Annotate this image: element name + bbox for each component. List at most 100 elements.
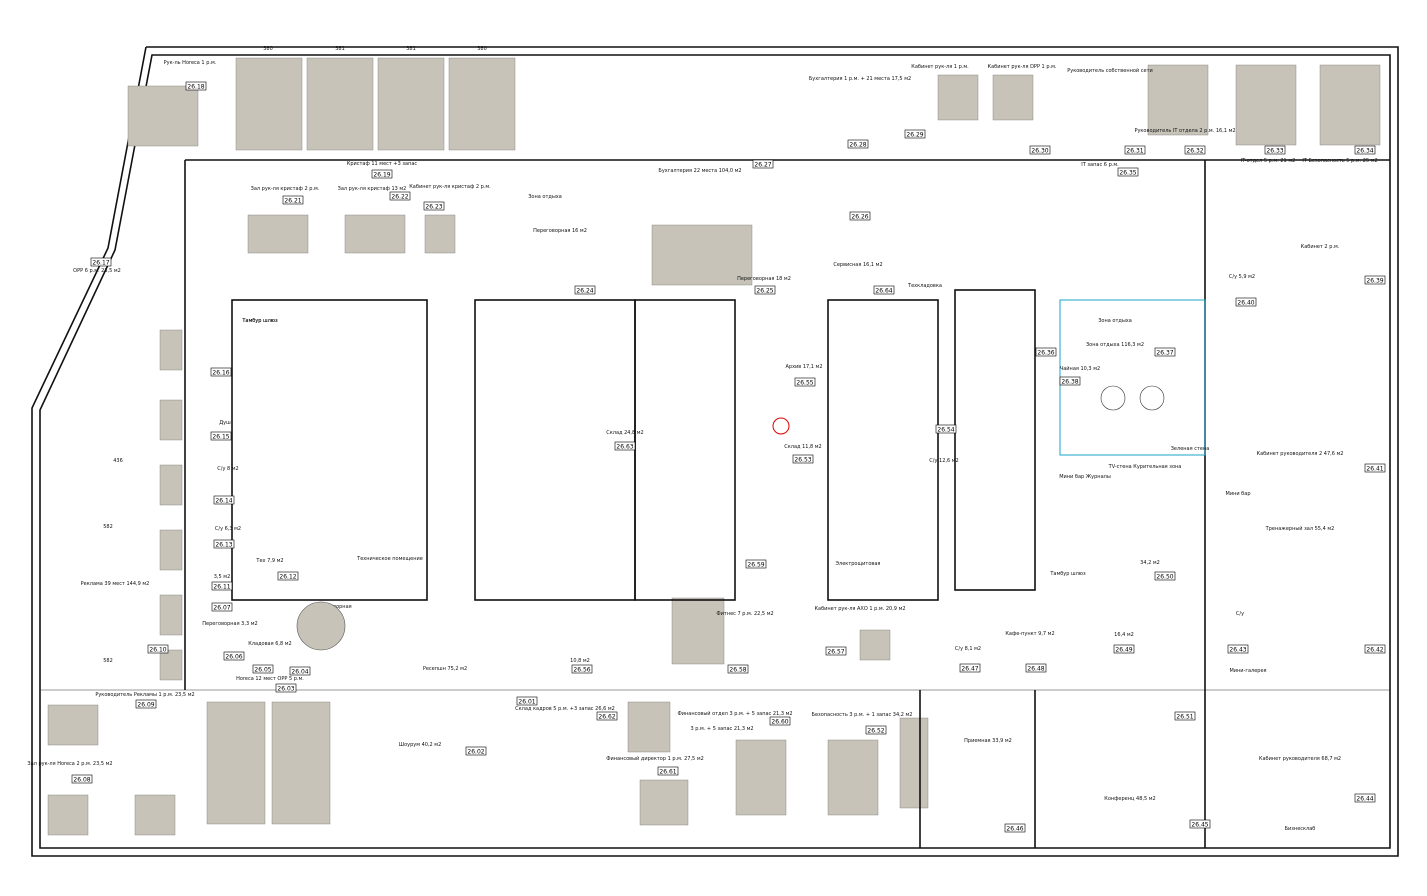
room-label: Кабинет руководителя 68,7 м2: [1259, 756, 1341, 762]
room-id: 26.43: [1229, 647, 1246, 654]
room-label: Чайная 10,3 м2: [1060, 365, 1100, 372]
room-label: Архив 17,1 м2: [785, 364, 822, 370]
room-id: 26.01: [518, 699, 535, 706]
room-id: 26.37: [1156, 350, 1173, 357]
room-id: 26.44: [1356, 796, 1373, 803]
room-id: 26.03: [277, 686, 294, 693]
room-label: 3,5 м2: [214, 574, 231, 580]
tech-left-label: Техническое помещение: [356, 556, 423, 562]
room-id: 26.46: [1006, 826, 1023, 833]
room-label: Рук-ль Horeca 1 р.м.: [164, 60, 217, 66]
room-label: Шоурум 40,2 м2: [399, 742, 442, 748]
room-id: 26.42: [1366, 647, 1383, 654]
room-id: 26.09: [137, 702, 154, 709]
room-label: Переговорная 16 м2: [533, 228, 587, 234]
room-label: Финансовый отдел 3 р.м. + 5 запас 21,3 м…: [677, 710, 792, 717]
room-id: 26.40: [1237, 300, 1254, 307]
room-id: 26.63: [616, 444, 633, 451]
room-id: 26.57: [827, 649, 844, 656]
room-label: Horeca 12 мест ОРР 5 р.м.: [236, 676, 304, 682]
room-id: 26.17: [92, 260, 109, 267]
room-id: 26.45: [1191, 822, 1208, 829]
room-id: 26.53: [794, 457, 811, 464]
room-ids: 26.18 26.17 26.21 26.19 26.22 26.23 26.2…: [71, 81, 1386, 833]
room-id: 26.55: [796, 380, 813, 387]
room-label: Кабинет рук-ля кристаф 2 р.м.: [409, 184, 491, 190]
room-id: 26.15: [212, 434, 229, 441]
room-id: 26.58: [729, 667, 746, 674]
room-id: 26.33: [1266, 148, 1283, 155]
room-id: 26.52: [867, 728, 884, 735]
room-id: 26.24: [576, 288, 593, 295]
montage-label: Мини-галерея: [1229, 668, 1266, 674]
room-id: 26.06: [225, 654, 242, 661]
room-id: 26.60: [771, 719, 788, 726]
room-label: Реклама 39 мест 144,9 м2: [81, 581, 150, 587]
left-desk-clusters: [47, 329, 183, 836]
room-label: Тех 7,9 м2: [255, 558, 283, 564]
room-label: Кристаф 11 мест +3 запас: [347, 161, 418, 167]
room-label: IT Безопасность 5 р.м. 25 м2: [1302, 158, 1377, 164]
dim-top: 380: [477, 46, 487, 52]
room-id: 26.61: [659, 769, 676, 776]
room-id: 26.32: [1186, 148, 1203, 155]
room-label: Бизнесклаб: [1285, 826, 1316, 832]
room-id: 26.27: [754, 162, 771, 169]
reception-label: Ресепшн 75,2 м2: [423, 666, 467, 672]
room-label: Конференц 48,5 м2: [1104, 796, 1155, 802]
room-label: С/у 8,1 м2: [955, 646, 981, 652]
room-id: 26.49: [1115, 647, 1132, 654]
room-id: 26.36: [1037, 350, 1054, 357]
room-id: 26.28: [849, 142, 866, 149]
room-label: Зона отдыха: [1098, 318, 1132, 324]
room-id: 26.08: [73, 777, 90, 784]
dimensions: 380 381 381 380 436 582 582: [103, 46, 487, 664]
room-id: 26.48: [1027, 666, 1044, 673]
room-id: 26.23: [425, 204, 442, 211]
room-label: 16,4 м2: [1114, 632, 1134, 638]
room-label: Безопасность 3 р.м. + 1 запас 34,2 м2: [812, 712, 913, 718]
room-id: 26.16: [212, 370, 229, 377]
electro-label: Электрощитовая: [836, 561, 881, 567]
room-label: Бухгалтерия 22 места 104,0 м2: [658, 168, 741, 174]
room-id: 26.34: [1356, 148, 1373, 155]
room-id: 26.31: [1126, 148, 1143, 155]
tambur-right-label: Тамбур шлюз: [1049, 571, 1086, 577]
room-id: 26.25: [756, 288, 773, 295]
room-id: 26.10: [149, 647, 166, 654]
room-id: 26.18: [187, 84, 204, 91]
bottom-desk-clusters: [206, 597, 929, 826]
room-id: 26.54: [937, 427, 954, 434]
round-tables: [296, 385, 1165, 651]
room-id: 26.26: [851, 214, 868, 221]
room-id: 26.35: [1119, 170, 1136, 177]
room-id: 26.05: [254, 667, 271, 674]
room-label: Тренажерный зал 55,4 м2: [1265, 525, 1335, 532]
dim-left: 582: [103, 658, 113, 664]
room-id: 26.59: [747, 562, 764, 569]
top-desk-clusters: [127, 57, 1381, 286]
room-label: Руководитель IT отдела 2 р.м. 16,1 м2: [1134, 128, 1235, 134]
room-id: 26.62: [598, 714, 615, 721]
room-label: С/у 5,9 м2: [1229, 274, 1255, 280]
room-id: 26.29: [906, 132, 923, 139]
room-label: С/у 12,6 м2: [929, 458, 958, 464]
room-label: Руководитель собственной сети: [1067, 67, 1153, 74]
room-label: Кафе-пункт 9,7 м2: [1005, 631, 1054, 637]
room-id: 26.41: [1366, 466, 1383, 473]
room-label: С/у 8 м2: [217, 466, 238, 472]
room-label: Кладовая 6,8 м2: [248, 641, 291, 647]
room-label: Руководитель Рекламы 1 р.м. 23,5 м2: [95, 692, 194, 698]
room-label: Кабинет руководителя 2 47,6 м2: [1257, 451, 1344, 457]
outer-walls: [31, 46, 1399, 857]
room-label: 10,8 м2: [570, 658, 590, 664]
dim-left: 436: [113, 458, 123, 464]
room-id: 26.51: [1176, 714, 1193, 721]
room-id: 26.12: [279, 574, 296, 581]
room-id: 26.47: [961, 666, 978, 673]
room-label: Кабинет 2 р.м.: [1301, 244, 1340, 250]
core-walls: [184, 159, 1390, 848]
dim-top: 380: [263, 46, 273, 52]
